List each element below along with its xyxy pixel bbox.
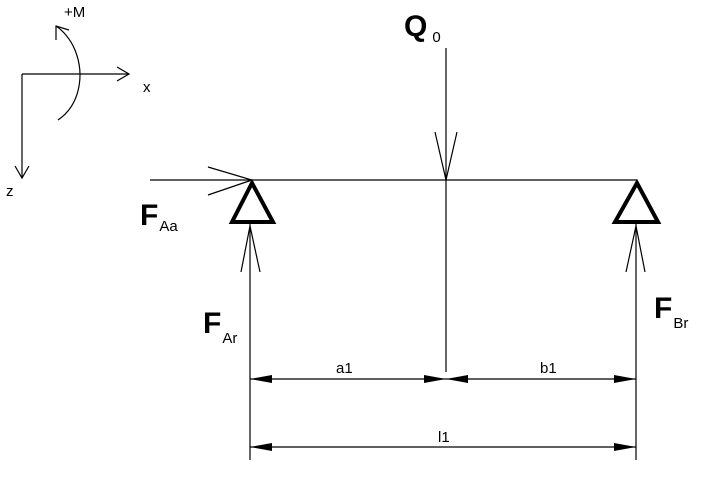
dimension-b1-label: b1 <box>540 360 557 377</box>
dimension-l1-arrow-left <box>250 443 272 451</box>
dimension-b1-arrow-left <box>446 375 468 383</box>
moment-arrowhead <box>55 25 70 40</box>
dimension-l1 <box>250 443 636 451</box>
x-axis-arrowhead <box>116 66 131 82</box>
reaction-a-arrowhead <box>240 225 261 273</box>
moment-arc <box>55 25 81 121</box>
dimension-a1 <box>250 375 446 383</box>
support-b-triangle <box>611 178 662 224</box>
coordinate-system: +M x z <box>6 4 151 200</box>
dimension-b1-arrow-right <box>614 375 636 383</box>
load-q0-arrow <box>434 48 458 372</box>
force-f-aa-label: FAa <box>140 199 178 235</box>
x-axis-label: x <box>143 79 151 96</box>
dimension-l1-label: l1 <box>438 429 450 446</box>
reaction-a-arrow <box>240 224 261 460</box>
dimension-a1-label: a1 <box>336 360 353 377</box>
axial-force-arrowhead <box>207 166 254 196</box>
z-axis-arrowhead <box>14 165 30 180</box>
force-f-br-label: FBr <box>654 292 688 332</box>
load-q0-arrowhead <box>434 131 458 181</box>
reaction-b-arrowhead <box>625 225 646 273</box>
dimension-b1 <box>446 375 636 383</box>
axial-force-arrow <box>207 166 254 196</box>
force-f-ar-label: FAr <box>203 307 237 347</box>
z-axis-label: z <box>6 183 14 200</box>
dimension-a1-arrow-right <box>424 375 446 383</box>
reaction-b-arrow <box>625 224 646 460</box>
moment-label: +M <box>64 4 85 21</box>
dimension-l1-arrow-right <box>614 443 636 451</box>
dimension-a1-arrow-left <box>250 375 272 383</box>
support-a-triangle <box>228 178 277 224</box>
